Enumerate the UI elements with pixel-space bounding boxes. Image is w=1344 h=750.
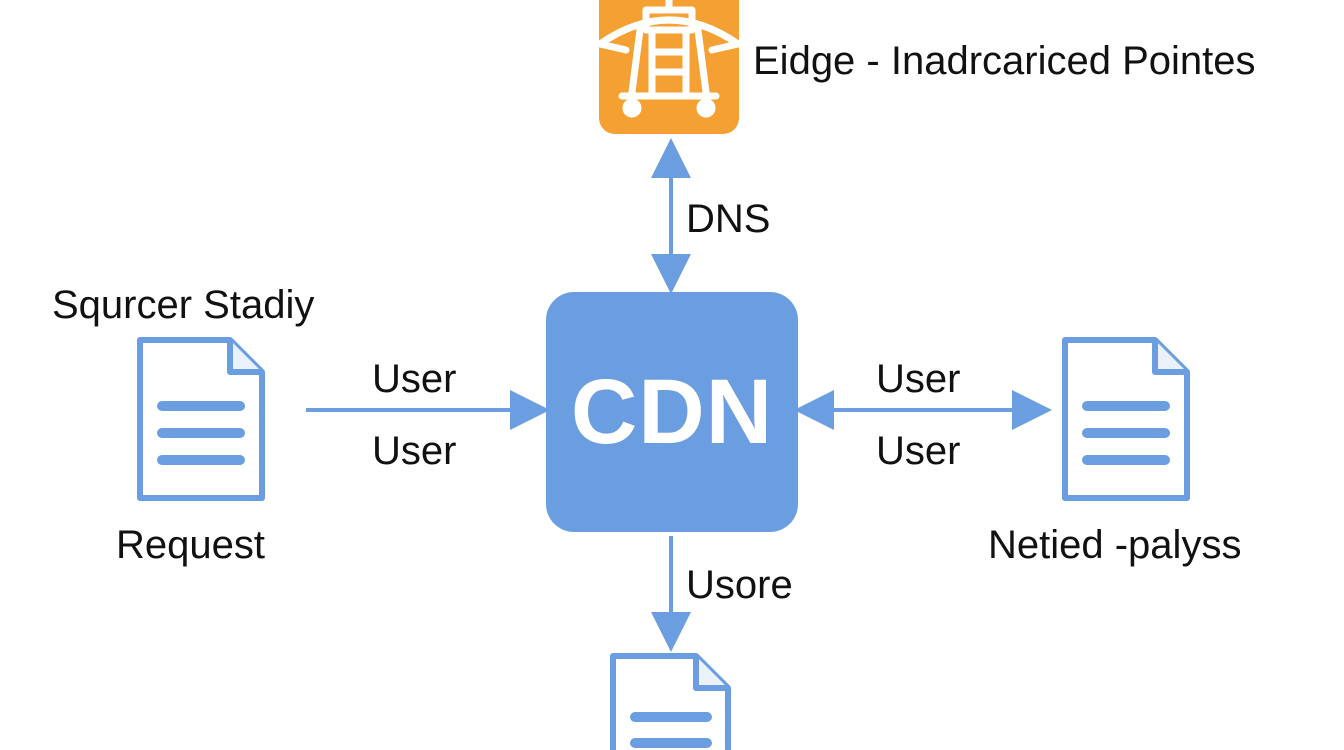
document-icon [1062, 337, 1190, 501]
right-node-caption-bottom: Netied -palyss [988, 523, 1242, 567]
edge-label-left-lower: User [372, 429, 457, 473]
edge-label-right-lower: User [876, 429, 961, 473]
tower-icon [596, 0, 742, 118]
left-node-caption-top: Squrcer Stadiy [52, 283, 315, 327]
document-icon [610, 653, 731, 750]
edge-label-right-upper: User [876, 357, 961, 401]
cdn-label: CDN [570, 361, 774, 463]
left-node-caption-bottom: Request [116, 523, 265, 567]
edge-label-left-upper: User [372, 357, 457, 401]
diagram-title: Eidge - Inadrcariced Pointes [753, 39, 1256, 83]
cdn-node: CDN [546, 292, 798, 532]
document-icon [137, 337, 265, 501]
edge-label-dns: DNS [686, 197, 771, 241]
edge-node [596, 0, 742, 134]
edge-label-bottom: Usore [686, 563, 793, 607]
